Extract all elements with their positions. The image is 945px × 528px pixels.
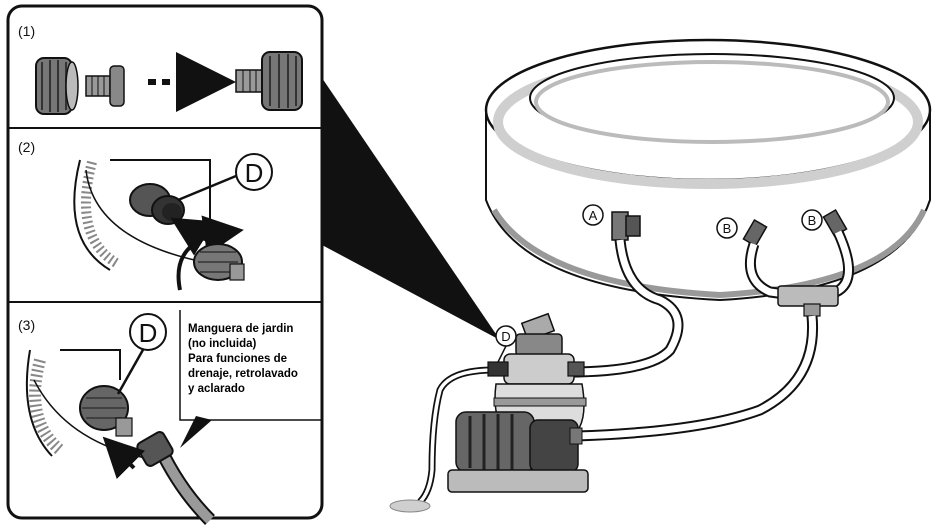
garden-hose-note: Manguera de jardin (no incluida) Para fu… — [188, 322, 328, 397]
panel-2-number: (2) — [18, 139, 35, 155]
marker-b-right-circle — [801, 209, 823, 231]
marker-a-label: A — [589, 208, 598, 223]
assembled-fitting-icon — [235, 51, 303, 111]
marker-d-label-3: D — [139, 318, 158, 348]
garden-hose-icon — [136, 431, 215, 525]
marker-b-right-label: B — [808, 213, 817, 228]
panel-2-illustration: D — [73, 153, 273, 291]
water-puddle — [389, 499, 431, 513]
pool-hoses — [389, 229, 854, 513]
sand-filter-pump — [447, 312, 589, 493]
panel-3-illustration: D — [25, 310, 322, 525]
note-line-1: Manguera de jardin — [188, 323, 294, 335]
rotate-arrow-icon — [176, 215, 244, 291]
marker-d-label-2: D — [245, 158, 264, 188]
hose-adapter-icon — [85, 65, 125, 107]
marker-d-circle-2 — [235, 153, 273, 191]
note-line-3: Para funciones de — [188, 353, 288, 365]
note-line-2: (no incluida) — [188, 338, 257, 350]
marker-b-left-circle — [716, 217, 738, 239]
pool-inlet-a-fitting — [611, 211, 641, 241]
marker-b-left-label: B — [723, 221, 732, 236]
panel-3-number: (3) — [18, 317, 35, 333]
marker-a-circle — [582, 204, 604, 226]
note-line-4: drenaje, retrolavado — [188, 368, 298, 380]
marker-d-circle-3 — [129, 313, 167, 351]
note-line-5: y aclarado — [188, 383, 245, 395]
nut-icon — [35, 57, 79, 115]
callout-wedge — [322, 78, 500, 340]
pool-illustration — [484, 38, 932, 302]
panel-1-illustration — [35, 51, 303, 115]
inset-panel-frame — [6, 4, 324, 520]
connect-arrow-icon — [102, 436, 146, 480]
connected-nut-icon — [79, 385, 133, 437]
marker-d-main-label: D — [501, 329, 510, 344]
nut-with-adapter-icon — [193, 243, 245, 281]
panel-1-number: (1) — [18, 23, 35, 39]
port-d-icon — [129, 183, 185, 225]
